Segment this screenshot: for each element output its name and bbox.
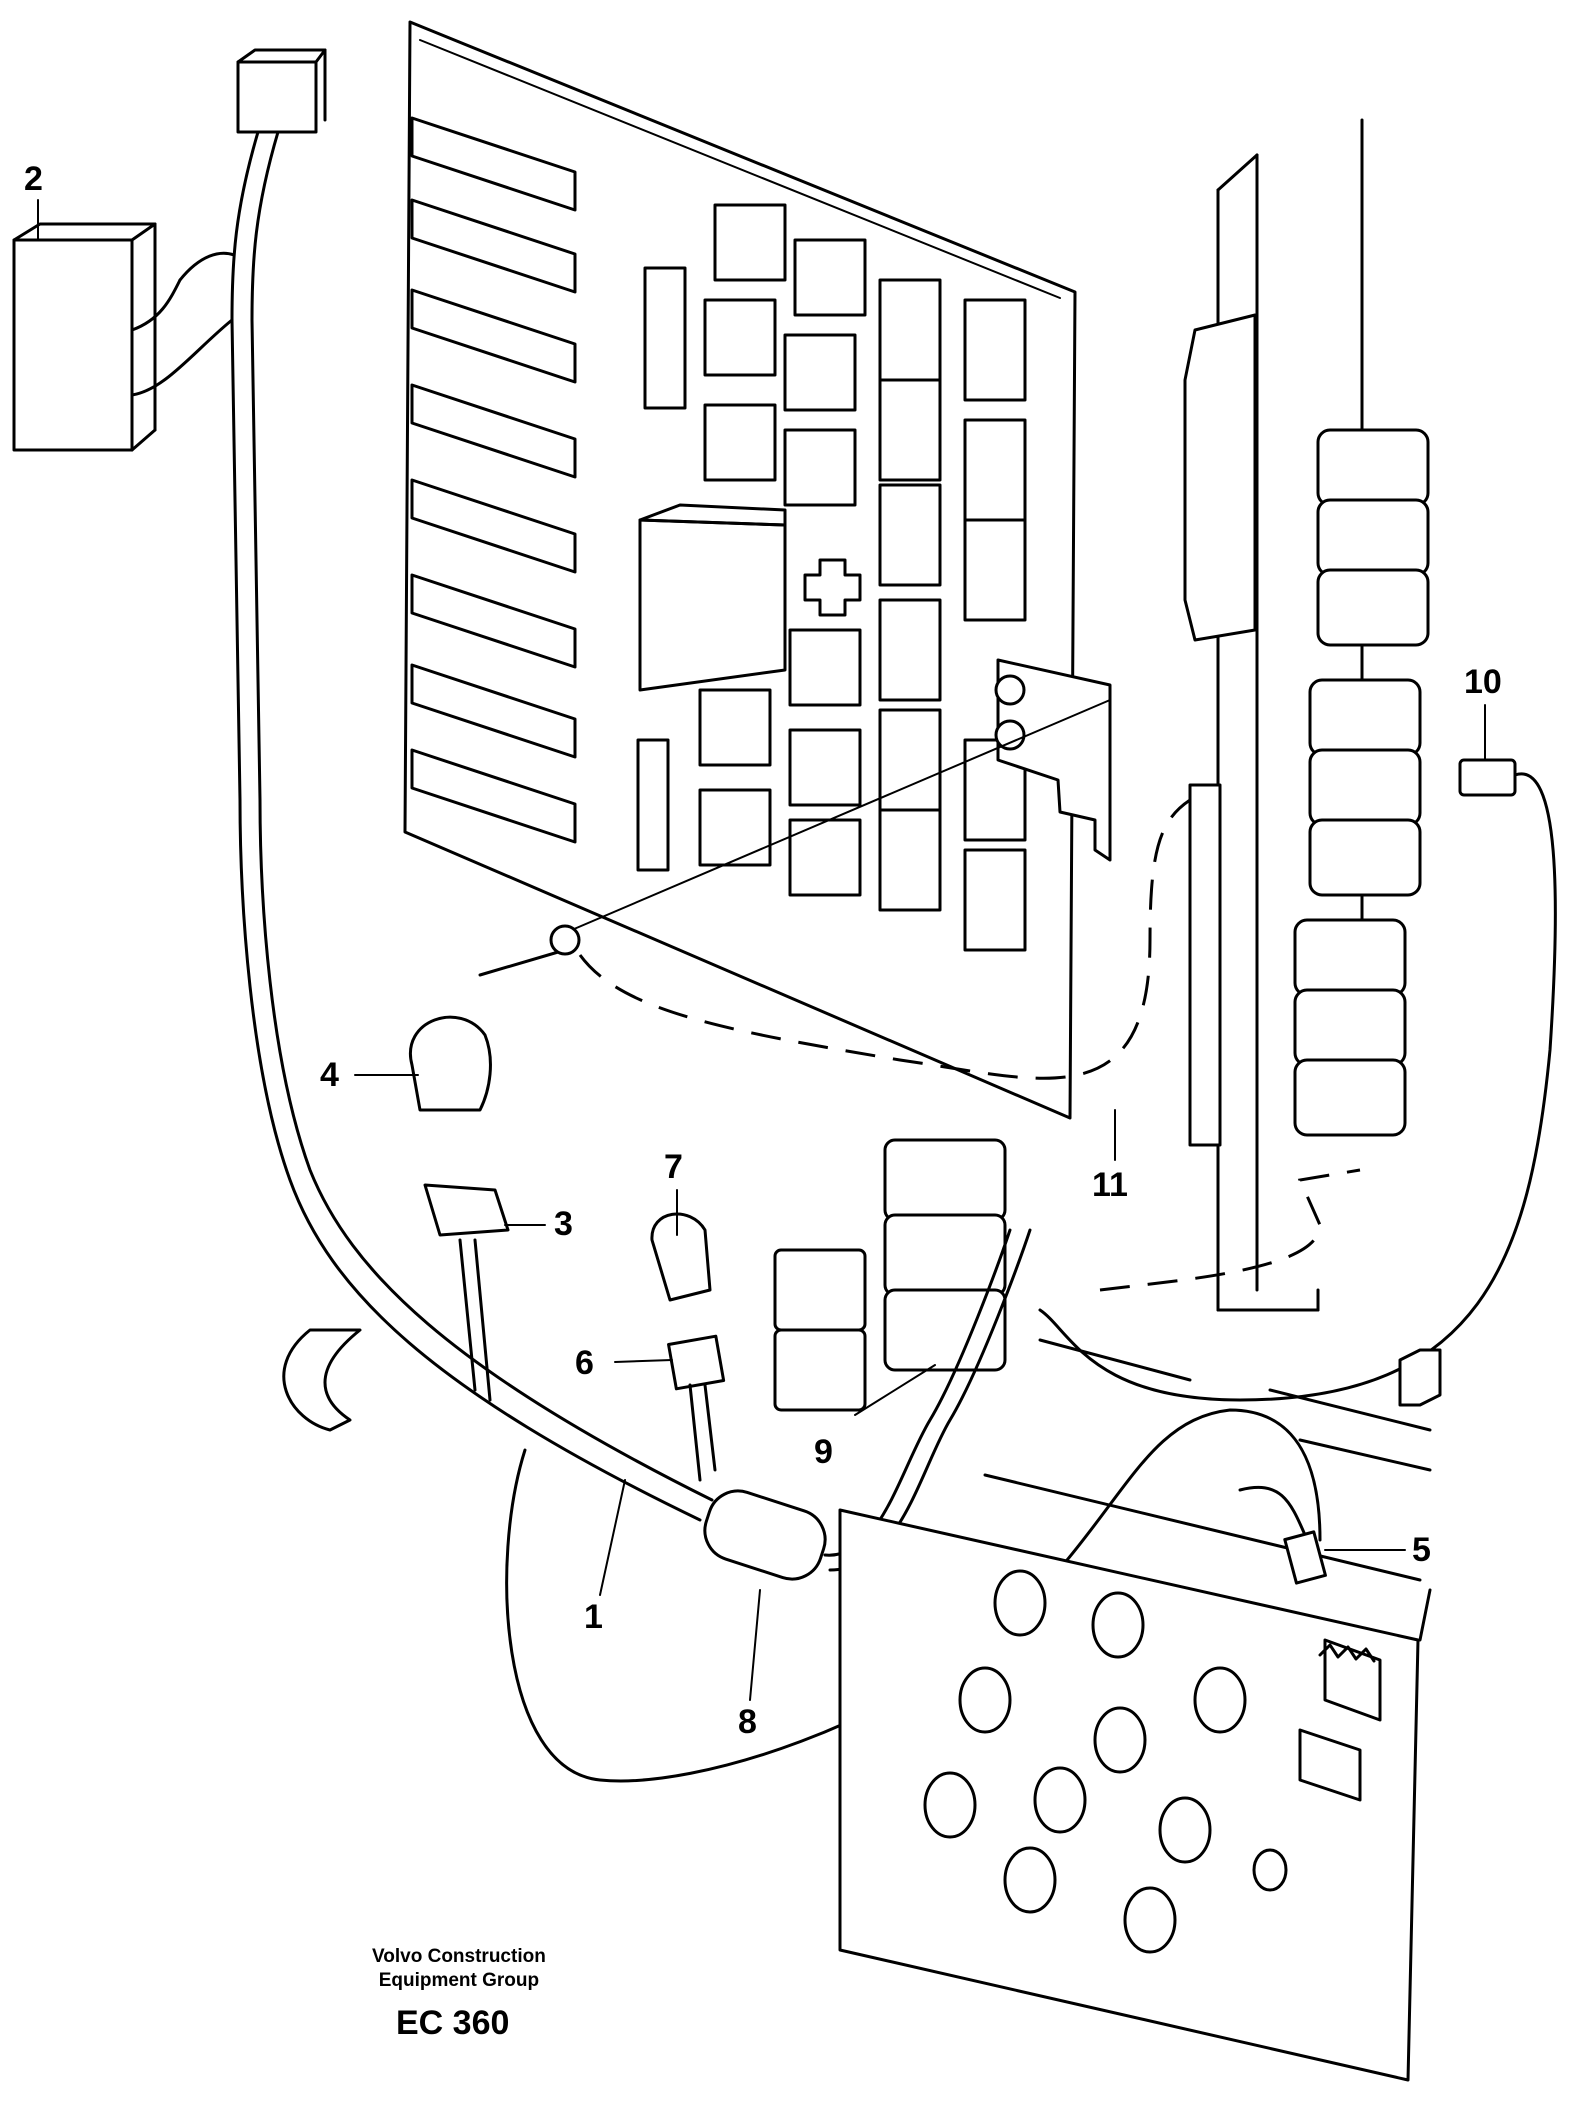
panel-side-strip <box>1188 783 1222 1147</box>
relay-block-9 <box>773 1138 1007 1412</box>
panel-connector-group-bottom <box>1293 918 1407 1137</box>
main-harness-1 <box>130 130 714 1522</box>
manufacturer-caption: Volvo Construction Equipment Group EC 36… <box>372 1945 546 2043</box>
harness-top-connector <box>236 48 327 134</box>
panel-connector-group-middle <box>1308 678 1422 897</box>
callout-10: 10 <box>1464 663 1502 701</box>
control-panel <box>838 1473 1432 2082</box>
connector-7 <box>650 1212 712 1302</box>
ground-wire-11 <box>478 699 1191 1080</box>
callout-11: 11 <box>1092 1166 1128 1204</box>
floor-lines <box>282 1168 1442 1472</box>
panel-connector-group-top <box>1316 428 1430 647</box>
connector-6 <box>667 1334 726 1482</box>
caption-line-2: Equipment Group <box>378 1970 540 1991</box>
board-connectors <box>410 116 577 844</box>
callout-9: 9 <box>814 1433 833 1471</box>
connector-3 <box>423 1183 510 1402</box>
callout-7: 7 <box>664 1148 683 1186</box>
panel-buttons <box>923 1569 1288 1954</box>
callout-3: 3 <box>554 1205 573 1243</box>
board-main-relay <box>638 503 787 692</box>
board-relays <box>698 203 867 897</box>
connector-10 <box>1038 758 1557 1402</box>
callout-8: 8 <box>738 1703 757 1741</box>
callout-1: 1 <box>584 1598 603 1636</box>
connector-2 <box>12 222 157 452</box>
model-label: EC 360 <box>396 2004 510 2042</box>
circuit-board <box>403 20 1112 1120</box>
connector-4 <box>408 1015 492 1112</box>
panel-brackets <box>1298 1638 1382 1802</box>
callout-5: 5 <box>1412 1531 1431 1569</box>
callout-6: 6 <box>575 1344 594 1382</box>
callout-2: 2 <box>24 160 43 198</box>
caption-line-1: Volvo Construction <box>372 1946 546 1967</box>
callout-4: 4 <box>320 1056 339 1094</box>
leader-lines <box>37 199 1486 1701</box>
